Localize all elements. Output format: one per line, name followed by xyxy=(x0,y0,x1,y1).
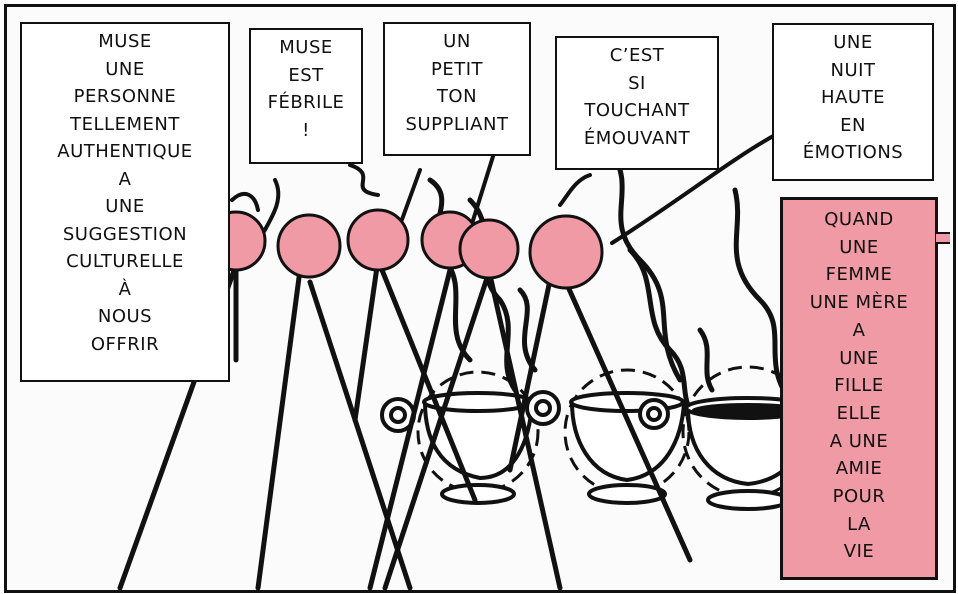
bubble-line: HAUTE xyxy=(821,87,885,108)
steam-wisp xyxy=(697,327,715,393)
bubble-line: TOUCHANT xyxy=(584,100,690,121)
bubble-line: PERSONNE xyxy=(73,86,177,107)
teacup-saucer xyxy=(440,483,516,505)
bubble-line: TON xyxy=(436,86,478,107)
cup-handle-inner xyxy=(646,406,662,422)
bubble-line: NUIT xyxy=(830,59,876,81)
steam-wisp xyxy=(607,147,683,383)
figure-leg xyxy=(307,279,413,591)
caption-line: ELLE xyxy=(836,402,882,424)
caption-line: A xyxy=(852,319,866,341)
speech-bubble: UNE NUIT HAUTE EN ÉMOTIONS xyxy=(772,23,934,181)
bubble-line: OFFRIR xyxy=(90,333,160,355)
bubble-line: À xyxy=(118,278,132,300)
bubble-line: UN xyxy=(443,31,471,52)
figure-leg xyxy=(507,277,553,473)
bubble-line: SUGGESTION xyxy=(62,223,188,245)
steam-wisp xyxy=(627,247,693,413)
bubble-line: MUSE xyxy=(98,31,152,52)
cup-handle-inner xyxy=(534,399,552,417)
bubble-line: C’EST xyxy=(609,45,665,66)
figure-leg xyxy=(382,272,491,591)
speech-tail xyxy=(348,163,380,197)
speech-bubble: C’EST SI TOUCHANT ÉMOUVANT xyxy=(555,36,719,170)
pink-head xyxy=(458,218,520,280)
figure-leg xyxy=(375,257,478,503)
bubble-line: SUPPLIANT xyxy=(405,113,509,135)
figure-leg xyxy=(562,277,693,563)
caption-line: LA xyxy=(847,513,871,535)
caption-line: UNE xyxy=(839,347,879,369)
figure-leg xyxy=(487,272,563,591)
speech-tail xyxy=(558,173,592,207)
speech-bubble: MUSE UNE PERSONNE TELLEMENT AUTHENTIQUE … xyxy=(20,22,230,382)
pink-head xyxy=(528,214,604,290)
caption-box: QUAND UNE FEMME UNE MÈRE A UNE FILLE ELL… xyxy=(780,197,938,580)
caption-line: AMIE xyxy=(835,458,883,480)
teacup-saucer xyxy=(587,483,667,505)
speech-tail xyxy=(260,178,281,237)
bubble-line: FÉBRILE xyxy=(267,92,345,113)
caption-line: VIE xyxy=(843,541,875,563)
pink-head xyxy=(346,208,410,272)
bubble-line: MUSE xyxy=(279,37,333,58)
caption-line: UNE xyxy=(839,236,879,258)
bubble-line: ÉMOTIONS xyxy=(802,142,904,163)
bubble-line: EN xyxy=(840,114,866,136)
speech-tail xyxy=(468,148,497,232)
bubble-line: UNE xyxy=(105,58,145,80)
bubble-line: SI xyxy=(628,72,646,94)
bubble-line: NOUS xyxy=(97,306,153,327)
bubble-line: ! xyxy=(302,119,310,141)
bubble-line: CULTURELLE xyxy=(66,251,184,272)
caption-line: A UNE xyxy=(829,430,889,452)
caption-line: FILLE xyxy=(834,375,884,397)
speech-tail xyxy=(230,191,260,212)
figure-leg xyxy=(255,267,303,591)
steam-wisp xyxy=(732,187,793,403)
caption-line: FEMME xyxy=(825,264,893,286)
figure-leg xyxy=(352,257,381,423)
bubble-line: ÉMOUVANT xyxy=(583,127,691,149)
speech-bubble: UN PETIT TON SUPPLIANT xyxy=(383,22,531,156)
steam-wisp xyxy=(517,287,538,373)
caption-connector xyxy=(936,232,950,244)
figure-leg xyxy=(367,267,453,591)
bubble-line: UNE xyxy=(105,196,145,217)
caption-line: UNE MÈRE xyxy=(809,292,909,314)
bubble-line: AUTHENTIQUE xyxy=(57,141,193,162)
bubble-line: A xyxy=(118,168,132,190)
bubble-line: EST xyxy=(288,64,324,86)
bubble-line: PETIT xyxy=(430,58,484,80)
bubble-line: TELLEMENT xyxy=(70,113,180,135)
caption-line: QUAND xyxy=(824,209,894,230)
cup-handle-inner xyxy=(389,406,407,424)
speech-tail xyxy=(610,133,777,245)
teacup-icon xyxy=(422,400,535,481)
speech-bubble: MUSE EST FÉBRILE ! xyxy=(249,28,363,164)
pink-head xyxy=(276,213,342,279)
speech-tail xyxy=(398,168,422,227)
bubble-line: UNE xyxy=(833,32,873,53)
tea-surface xyxy=(692,403,804,417)
teacup-saucer xyxy=(706,489,790,511)
caption-line: POUR xyxy=(832,486,886,508)
